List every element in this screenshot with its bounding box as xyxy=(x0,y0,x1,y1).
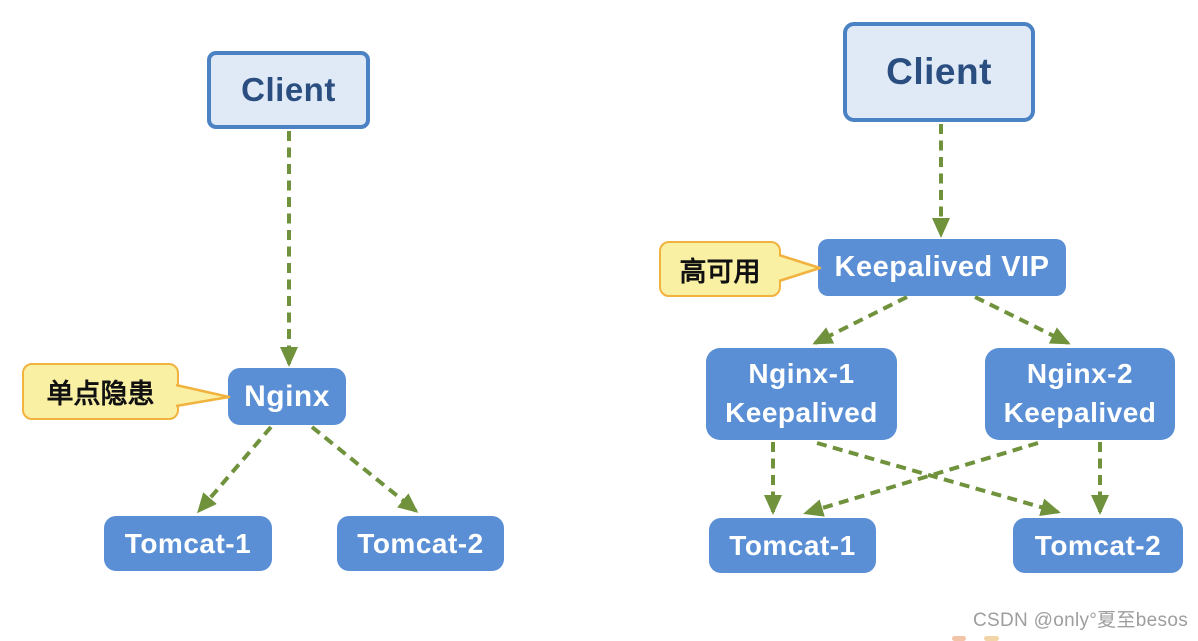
left-client-box: Client xyxy=(207,51,370,129)
arrow-vip-to-nginx2 xyxy=(974,295,1071,345)
right-tomcat2-box: Tomcat-2 xyxy=(1013,518,1183,573)
left-tomcat1-box: Tomcat-1 xyxy=(104,516,272,571)
right-tomcat1-box: Tomcat-1 xyxy=(709,518,876,573)
arrow-vip-to-nginx1 xyxy=(812,295,908,345)
nginx2-keepalived-box: Nginx-2 Keepalived xyxy=(985,348,1175,440)
left-callout-single-point-risk: 单点隐患 xyxy=(22,363,179,420)
bottom-cutoff-artifact xyxy=(984,636,999,641)
nginx1-keepalived-box: Nginx-1 Keepalived xyxy=(706,348,897,440)
arrow-nginx2-to-tomcat1 xyxy=(803,441,1039,517)
nginx1-line1: Nginx-1 xyxy=(748,358,855,390)
arrow-nginx1-to-tomcat2 xyxy=(816,441,1061,516)
left-tomcat2-box: Tomcat-2 xyxy=(337,516,504,571)
left-nginx-box: Nginx xyxy=(228,368,346,425)
arrow-nginx-to-tomcat2 xyxy=(310,425,419,513)
right-callout-tail xyxy=(778,253,822,283)
csdn-watermark: CSDN @only°夏至besos xyxy=(973,610,1188,631)
left-callout-tail xyxy=(175,383,231,408)
keepalived-vip-box: Keepalived VIP xyxy=(818,239,1066,296)
nginx1-line2: Keepalived xyxy=(725,397,878,428)
nginx2-line2: Keepalived xyxy=(1003,397,1157,428)
right-callout-high-availability: 高可用 xyxy=(659,241,781,297)
nginx2-line1: Nginx-2 xyxy=(1026,358,1134,390)
bottom-cutoff-artifact xyxy=(952,636,966,641)
right-client-box: Client xyxy=(843,22,1035,122)
arrow-nginx-to-tomcat1 xyxy=(197,425,273,514)
